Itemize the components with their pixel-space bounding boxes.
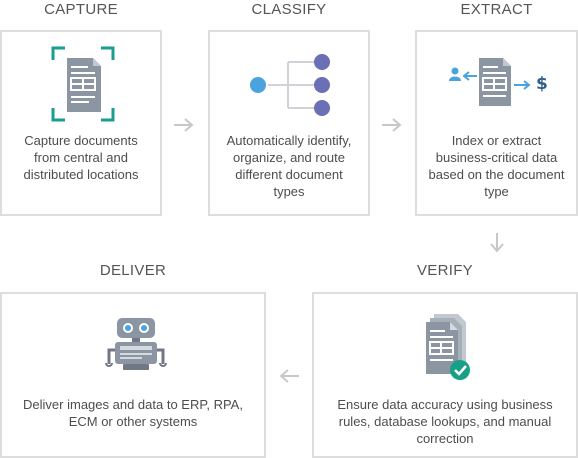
data-extraction-icon <box>449 58 531 106</box>
document-scan-icon <box>51 46 115 122</box>
capture-card: Capture documents from central and distr… <box>0 30 162 216</box>
robot-icon <box>105 318 167 370</box>
stage-title-classify: CLASSIFY <box>251 1 327 18</box>
dollar-icon: $ <box>536 74 548 94</box>
arrow-right-icon <box>382 118 402 132</box>
classify-card: Automatically identify, organize, and ro… <box>208 30 370 216</box>
stage-title-extract: EXTRACT <box>460 1 533 18</box>
arrow-down-icon <box>490 233 504 253</box>
verified-documents-icon <box>426 314 470 380</box>
extract-description: Index or extract business-critical data … <box>428 133 565 199</box>
classify-description: Automatically identify, organize, and ro… <box>226 133 352 199</box>
deliver-description: Deliver images and data to ERP, RPA, ECM… <box>23 397 243 429</box>
arrow-right-icon <box>174 118 194 132</box>
stage-title-deliver: DELIVER <box>99 262 167 279</box>
stage-title-verify: VERIFY <box>417 262 473 279</box>
extract-card: $ Index or extract business-critical dat… <box>415 30 578 216</box>
stage-title-capture: CAPTURE <box>44 1 118 18</box>
deliver-card: Deliver images and data to ERP, RPA, ECM… <box>0 292 266 458</box>
verify-description: Ensure data accuracy using business rule… <box>337 397 553 446</box>
capture-description: Capture documents from central and distr… <box>23 133 139 182</box>
arrow-left-icon <box>279 369 299 383</box>
classification-tree-icon <box>250 54 330 116</box>
verify-card: Ensure data accuracy using business rule… <box>312 292 578 458</box>
